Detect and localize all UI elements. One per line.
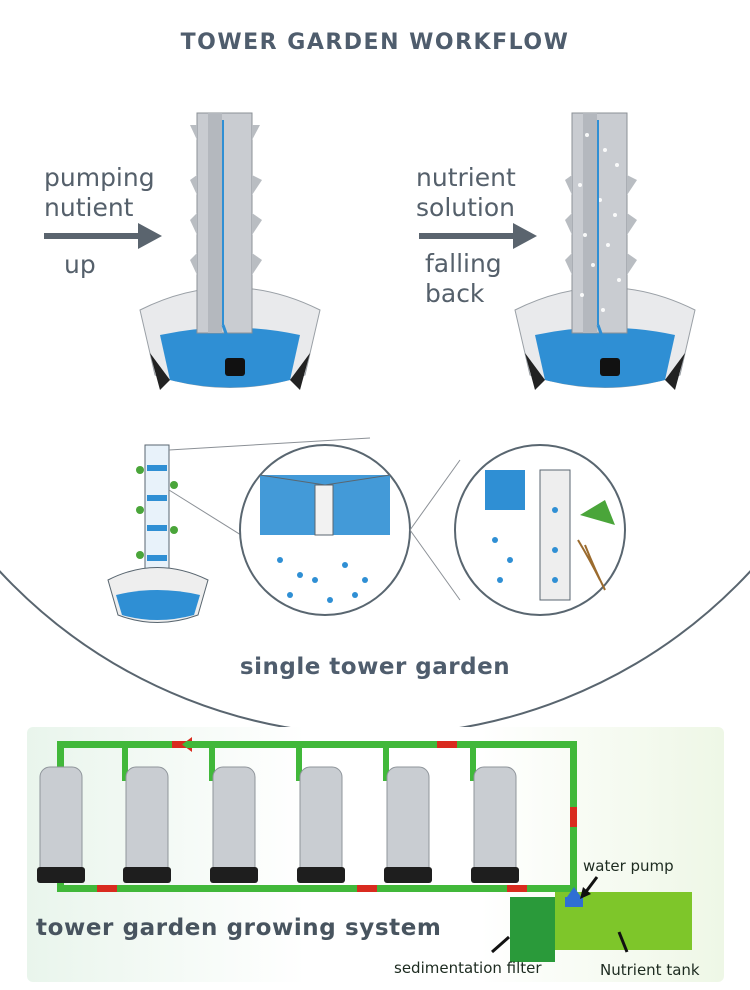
tower-falling-illustration [419, 112, 696, 390]
falling-panel: nutrient solution falling back [375, 95, 750, 405]
falling-label-line2: solution [416, 193, 515, 222]
falling-label-line1: nutrient [416, 163, 516, 192]
growing-system-caption: tower garden growing system [36, 915, 442, 941]
sedimentation-filter-label: sedimentation filter [394, 959, 542, 977]
tower-pumping-illustration [44, 112, 321, 390]
single-tower-detail [107, 437, 626, 623]
page-title: TOWER GARDEN WORKFLOW [180, 30, 570, 55]
growing-system-panel: water pump sedimentation filter Nutrient… [27, 727, 724, 982]
system-pipes [37, 737, 692, 962]
pumping-panel: pumping nutient up [0, 95, 375, 405]
falling-label-line3: falling [425, 249, 502, 278]
falling-label-line4: back [425, 279, 485, 308]
pumping-label-line3: up [64, 250, 96, 279]
pumping-label-line1: pumping [44, 163, 155, 192]
pumping-label-line2: nutient [44, 193, 134, 222]
nutrient-tank-label: Nutrient tank [600, 961, 700, 979]
water-pump-label: water pump [583, 857, 674, 875]
single-tower-caption: single tower garden [239, 654, 511, 680]
